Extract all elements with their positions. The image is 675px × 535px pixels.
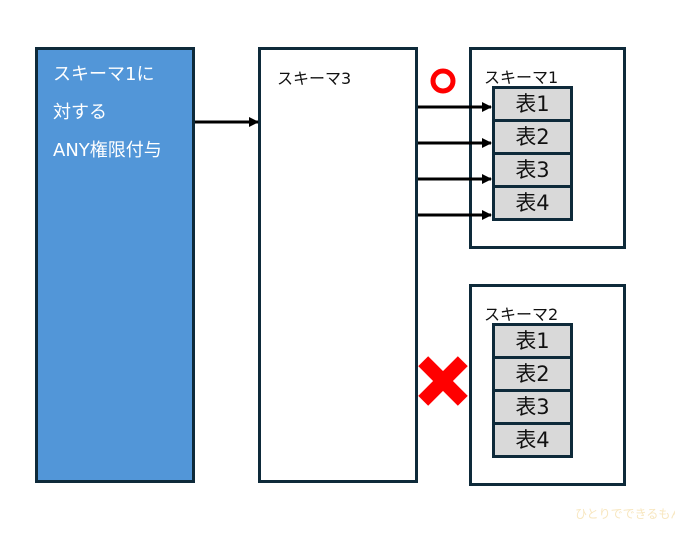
schema3-box: スキーマ3 <box>258 47 418 483</box>
schema1-table-3: 表3 <box>492 152 573 188</box>
schema1-table-list: 表1 表2 表3 表4 <box>492 86 573 221</box>
watermark-logo: ひとりでできるもん <box>575 507 675 521</box>
schema1-box: スキーマ1 表1 表2 表3 表4 <box>469 47 626 249</box>
schema2-box: スキーマ2 表1 表2 表3 表4 <box>469 284 626 486</box>
schema2-table-list: 表1 表2 表3 表4 <box>492 323 573 458</box>
schema3-title: スキーマ3 <box>277 69 352 88</box>
grant-text-line-3: ANY権限付与 <box>53 140 162 161</box>
schema2-title: スキーマ2 <box>484 305 559 324</box>
schema2-table-2: 表2 <box>492 356 573 392</box>
schema1-table-4: 表4 <box>492 185 573 221</box>
cross-ng-icon <box>418 356 468 406</box>
schema1-table-1: 表1 <box>492 86 573 122</box>
schema1-title: スキーマ1 <box>484 68 559 87</box>
schema2-table-4: 表4 <box>492 422 573 458</box>
circle-ok-icon <box>430 68 456 94</box>
grant-text-line-2: 対する <box>53 102 107 123</box>
grant-text-line-1: スキーマ1に <box>53 64 155 85</box>
schema2-table-3: 表3 <box>492 389 573 425</box>
any-privilege-grant-box: スキーマ1に 対する ANY権限付与 <box>35 47 195 483</box>
